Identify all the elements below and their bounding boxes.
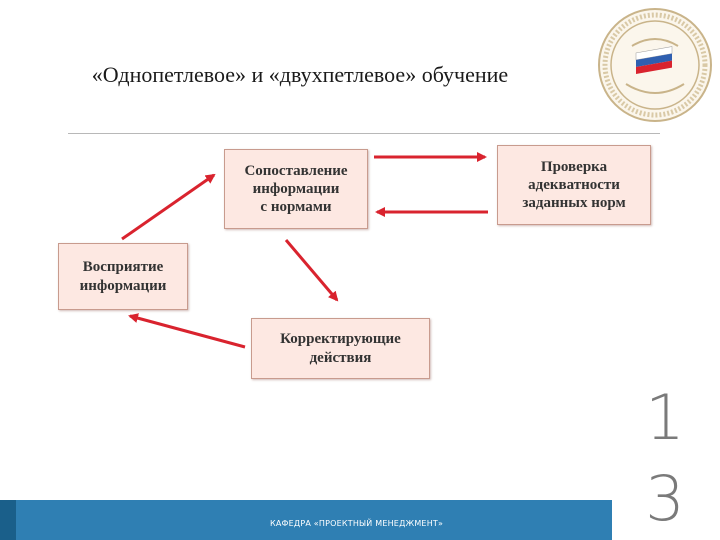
node-corrective-label: Корректирующие действия	[280, 331, 401, 366]
page-number: 1 3	[645, 381, 685, 535]
title-divider	[68, 133, 660, 134]
arrow-perception-to-compare	[121, 173, 216, 241]
arrow-corrective-to-perception	[128, 313, 246, 349]
arrow-compare-to-corrective	[284, 239, 339, 302]
node-corrective-actions: Корректирующие действия	[251, 318, 430, 379]
slide-title: «Однопетлевое» и «двухпетлевое» обучение	[91, 62, 509, 87]
node-compare-with-norms: Сопоставление информации с нормами	[224, 149, 368, 229]
node-perception: Восприятие информации	[58, 243, 188, 310]
node-check-norms: Проверка адекватности заданных норм	[497, 145, 651, 225]
footer-bar-accent	[0, 500, 16, 540]
node-perception-label: Восприятие информации	[79, 259, 167, 294]
node-check-label: Проверка адекватности заданных норм	[522, 158, 626, 212]
node-compare-label: Сопоставление информации с нормами	[244, 162, 348, 216]
university-seal-logo	[598, 8, 712, 122]
footer-department-label: КАФЕДРА «ПРОЕКТНЫЙ МЕНЕДЖМЕНТ»	[270, 519, 444, 528]
footer-bar	[0, 500, 612, 540]
